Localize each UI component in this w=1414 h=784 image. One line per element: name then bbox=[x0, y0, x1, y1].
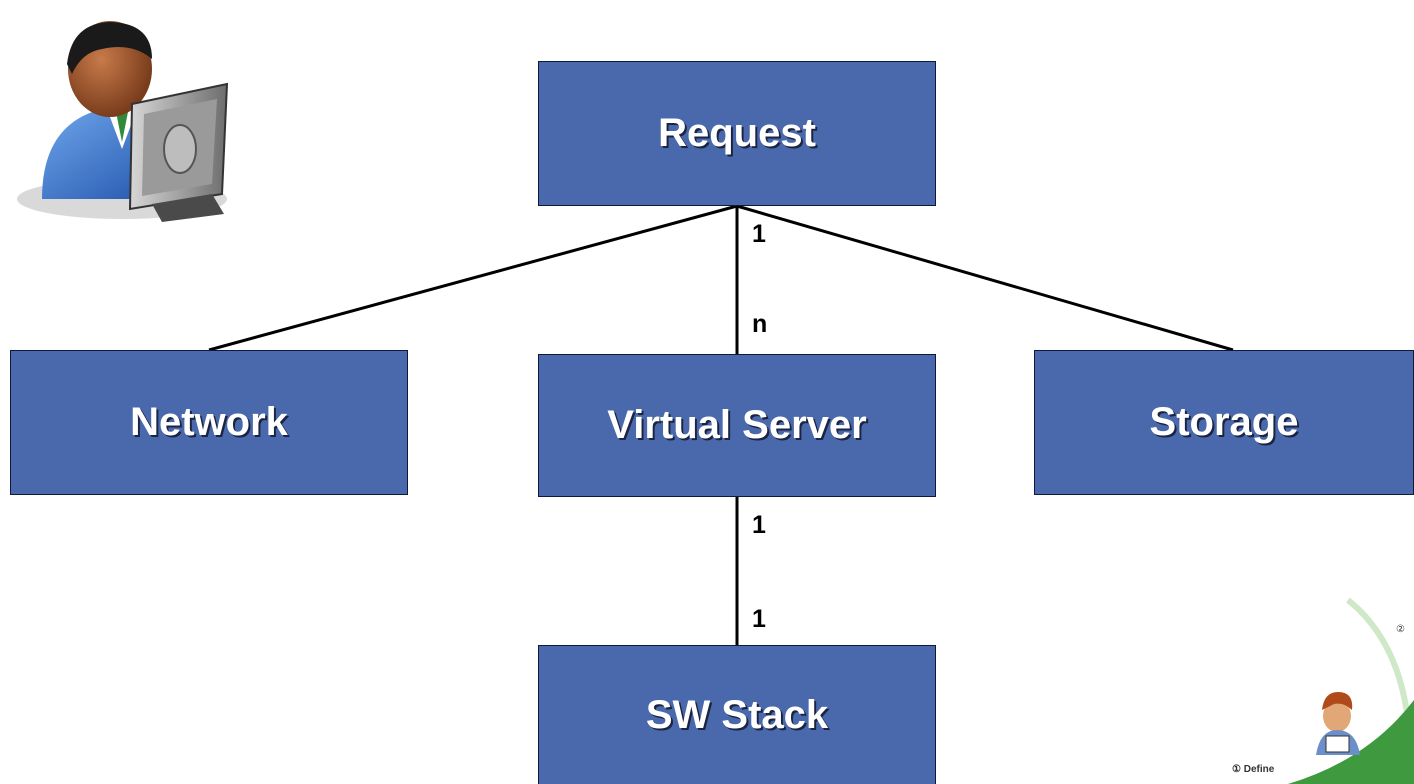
request-label: Request bbox=[658, 111, 816, 155]
step-two-marker: ② bbox=[1396, 624, 1405, 635]
request-box: Request bbox=[538, 61, 936, 206]
network-label: Network bbox=[130, 400, 288, 444]
edge-request-network bbox=[208, 204, 738, 352]
virtual-server-box: Virtual Server bbox=[538, 354, 936, 497]
storage-label: Storage bbox=[1149, 400, 1299, 444]
storage-box: Storage bbox=[1034, 350, 1414, 495]
cardinality-request-side: 1 bbox=[752, 220, 766, 248]
edge-request-storage bbox=[736, 204, 1234, 352]
corner-illustration bbox=[1288, 597, 1414, 784]
cardinality-vs-to-sw-bottom: 1 bbox=[752, 605, 766, 633]
user-at-computer-icon bbox=[17, 21, 229, 222]
define-step-label: ① Define bbox=[1232, 764, 1275, 775]
sw-stack-label: SW Stack bbox=[645, 692, 829, 737]
network-box: Network bbox=[10, 350, 408, 495]
cardinality-virtual-server-side: n bbox=[752, 310, 768, 338]
cardinality-vs-to-sw-top: 1 bbox=[752, 511, 766, 539]
sw-stack-box: SW Stack bbox=[538, 645, 936, 784]
virtual-server-label: Virtual Server bbox=[607, 403, 867, 447]
